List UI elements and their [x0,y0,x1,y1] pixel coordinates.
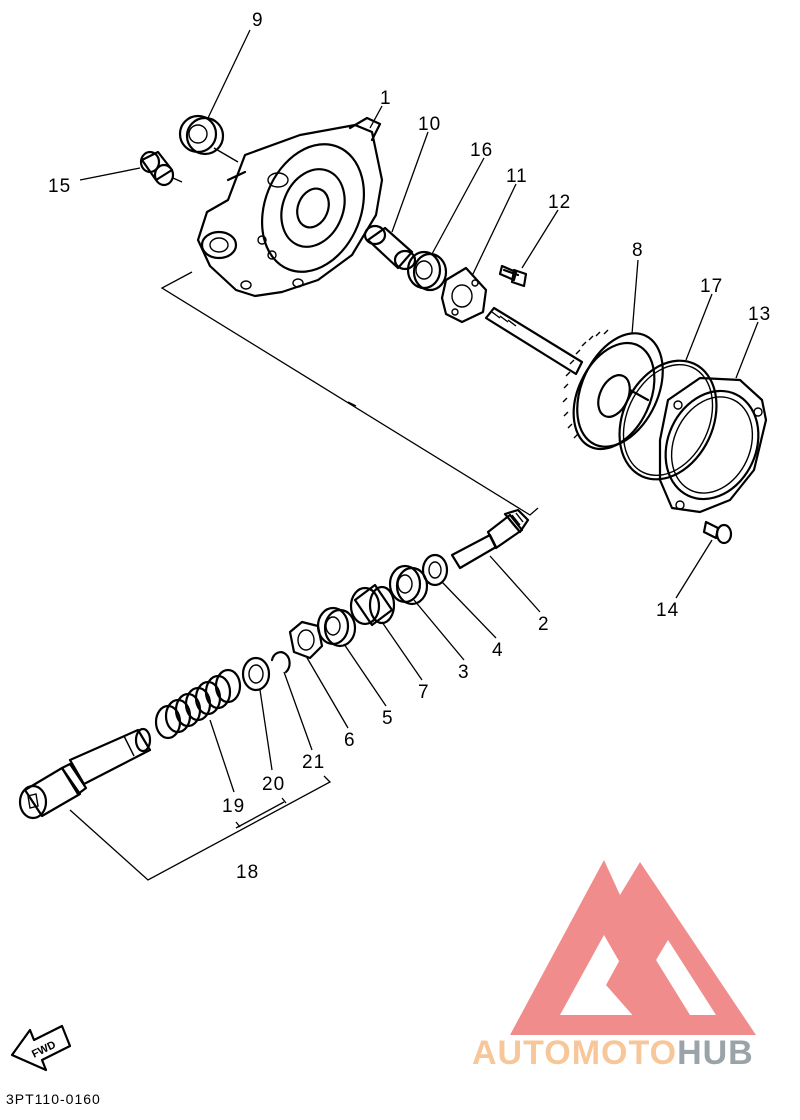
o-ring-17 [618,359,718,481]
leader-15 [79,167,141,181]
bearing-9 [178,114,225,156]
leader-14 [675,539,713,599]
leader-7 [381,621,423,681]
callout-13: 13 [748,304,771,325]
callout-9: 9 [252,10,264,31]
bolt-12 [498,264,528,288]
callout-2: 2 [538,614,550,635]
leader-13 [735,321,759,379]
leader-17 [685,293,713,361]
washer-20 [241,656,271,692]
bearing-3 [388,564,429,606]
screw-14 [702,520,733,545]
final-gear-8 [484,306,664,451]
leader-21 [283,671,313,751]
diagram-code: 3PT110-0160 [6,1091,101,1107]
leader-20 [259,689,273,771]
callout-18: 18 [236,862,259,883]
assembly-bracket-line [160,271,539,516]
callout-4: 4 [492,640,504,661]
spring-19 [154,668,242,740]
shaft-18 [18,727,152,820]
fwd-label: FWD [30,1039,58,1061]
callout-19: 19 [222,796,245,817]
watermark-brand-b: HUB [677,1034,754,1072]
plate-11 [440,266,488,324]
leader-11 [471,183,517,277]
collar-15 [139,150,183,187]
washer-4 [421,553,449,587]
sleeve-7 [349,583,396,627]
bracket-tick [347,401,357,407]
leader-5 [343,643,387,707]
watermark-brand: AUTOMOTOHUB [472,1034,754,1072]
callout-5: 5 [382,708,394,729]
callout-3: 3 [458,662,470,683]
leader-2 [489,555,541,613]
callout-12: 12 [548,192,571,213]
callout-21: 21 [302,752,325,773]
leader-4 [441,581,497,639]
callout-17: 17 [700,276,723,297]
leader-8 [631,259,639,335]
cover-13 [658,376,768,514]
callout-7: 7 [418,682,430,703]
leader-9 [207,29,251,119]
alignment-line [213,147,239,163]
leader-3 [413,599,465,661]
leader-1 [369,105,383,129]
callout-20: 20 [262,774,285,795]
nut-6 [288,620,324,660]
callout-1: 1 [380,88,392,109]
bracket-19-20 [235,801,285,829]
bracket-ticks [235,797,287,828]
callout-16: 16 [470,140,493,161]
callout-11: 11 [506,166,528,187]
leader-19 [209,719,235,793]
callout-10: 10 [418,114,441,135]
watermark-brand-a: AUTOMOTO [472,1034,677,1072]
leader-6 [305,655,349,729]
leader-12 [521,209,559,269]
bearing-16 [406,250,448,292]
gear-case-housing [196,116,384,298]
bracket-18 [69,775,332,881]
leader-16 [431,157,485,255]
callout-14: 14 [656,600,679,621]
sleeve-10 [363,224,417,271]
circlip-21 [270,651,291,674]
watermark-logo-icon [510,860,756,1035]
bearing-5 [316,606,357,648]
callout-8: 8 [632,240,644,261]
callout-6: 6 [344,730,356,751]
fwd-arrow-icon: FWD [10,1024,72,1072]
callout-15: 15 [48,176,71,197]
leader-10 [391,131,429,233]
drive-pinion-2 [450,508,530,570]
